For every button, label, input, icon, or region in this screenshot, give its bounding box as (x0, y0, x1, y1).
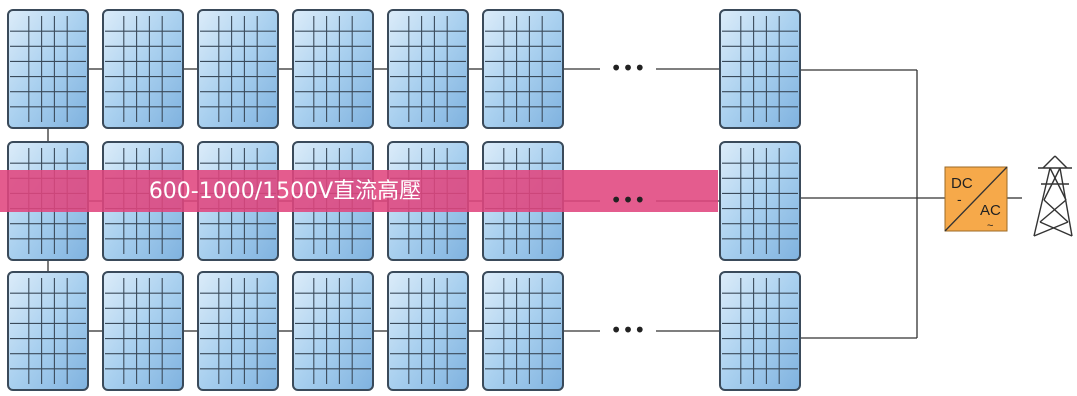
inverter-ac-label: AC (980, 202, 1001, 219)
inverter-dc-symbol: - (957, 191, 962, 207)
ellipsis-group: ••• ••• ••• (610, 56, 645, 342)
solar-panel (482, 9, 564, 129)
solar-panel (719, 271, 801, 391)
voltage-band (0, 170, 718, 212)
solar-panel (102, 271, 184, 391)
solar-panel (292, 271, 374, 391)
solar-panel (387, 9, 469, 129)
solar-panel (719, 9, 801, 129)
solar-panel (387, 271, 469, 391)
solar-panel (719, 141, 801, 261)
solar-panel (292, 9, 374, 129)
inverter-ac-symbol: ~ (987, 220, 993, 232)
dc-ac-inverter-icon: DC - AC ~ (944, 166, 1008, 232)
solar-panel (7, 9, 89, 129)
ellipsis: ••• (610, 56, 645, 80)
solar-panel (482, 271, 564, 391)
ellipsis: ••• (610, 318, 645, 342)
inverter-dc-label: DC (951, 175, 973, 192)
wiring (47, 68, 1022, 339)
solar-panel (7, 271, 89, 391)
solar-panel (197, 9, 279, 129)
voltage-label: 600-1000/1500V直流高壓 (149, 179, 421, 204)
solar-panel (102, 9, 184, 129)
solar-panel (197, 271, 279, 391)
ellipsis: ••• (610, 188, 645, 212)
transmission-tower-icon (1033, 155, 1073, 237)
